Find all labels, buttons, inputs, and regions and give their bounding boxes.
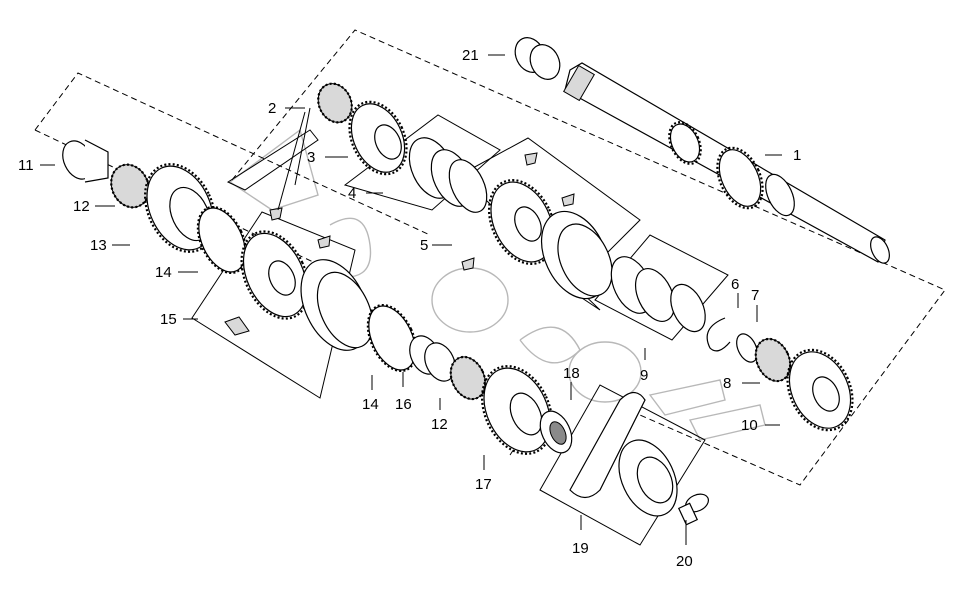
callout-5: 5 [420,237,428,254]
callout-4: 4 [348,185,356,202]
callout-18: 18 [563,365,580,382]
callout-labels: 21 1 2 3 4 5 6 7 8 9 10 11 12 13 14 15 1… [18,47,801,570]
callout-16: 16 [395,396,412,413]
needle-bearing-part-12a [110,163,150,209]
group-box-2-3 [226,129,319,191]
callout-1: 1 [793,147,801,164]
group-box-9 [594,234,729,341]
callout-15: 15 [160,311,177,328]
callout-8: 8 [723,375,731,392]
callout-12b: 12 [431,416,448,433]
bearing-plate-part-19 [569,391,678,517]
callout-19: 19 [572,540,589,557]
washer-part-18 [539,410,573,454]
gear-part-3 [348,100,408,176]
autosoft-watermark-icon [228,128,766,441]
callout-7: 7 [751,287,759,304]
synchro-ring-part-14a [196,205,248,275]
callout-3: 3 [307,149,315,166]
callout-14a: 14 [155,264,172,281]
callout-6: 6 [731,276,739,293]
sleeve-part-16 [409,335,456,382]
callout-10: 10 [741,417,758,434]
callout-20: 20 [676,553,693,570]
bolt-part-20 [677,493,709,526]
needle-bearing-part-2 [317,82,353,124]
gear-part-17 [480,365,554,455]
bushing-part-21 [514,37,561,80]
synchro-hub-part-5 [461,152,613,300]
group-box-4 [343,114,501,211]
synchro-ring-part-9 [610,256,706,333]
synchro-ring-part-14b [366,303,418,373]
callout-21: 21 [462,47,479,64]
callout-9: 9 [640,367,648,384]
callout-17: 17 [475,476,492,493]
gear-part-13 [143,163,217,253]
bushing-part-11 [62,139,109,183]
callout-2: 2 [268,100,276,117]
callout-11: 11 [18,157,34,174]
callout-13: 13 [90,237,107,254]
needle-bearing-part-12b [449,355,487,401]
circlip-part-6 [706,317,731,352]
synchro-ring-part-4 [408,137,488,213]
ring-part-7 [736,333,758,363]
leader-lines [40,54,782,545]
needle-bearing-part-8 [754,337,792,383]
callout-14b: 14 [362,396,379,413]
gear-part-10 [786,348,854,432]
group-box-19 [539,384,706,546]
main-shaft-part [563,62,890,264]
synchro-hub-part-15 [224,207,374,351]
callout-12a: 12 [73,198,90,215]
